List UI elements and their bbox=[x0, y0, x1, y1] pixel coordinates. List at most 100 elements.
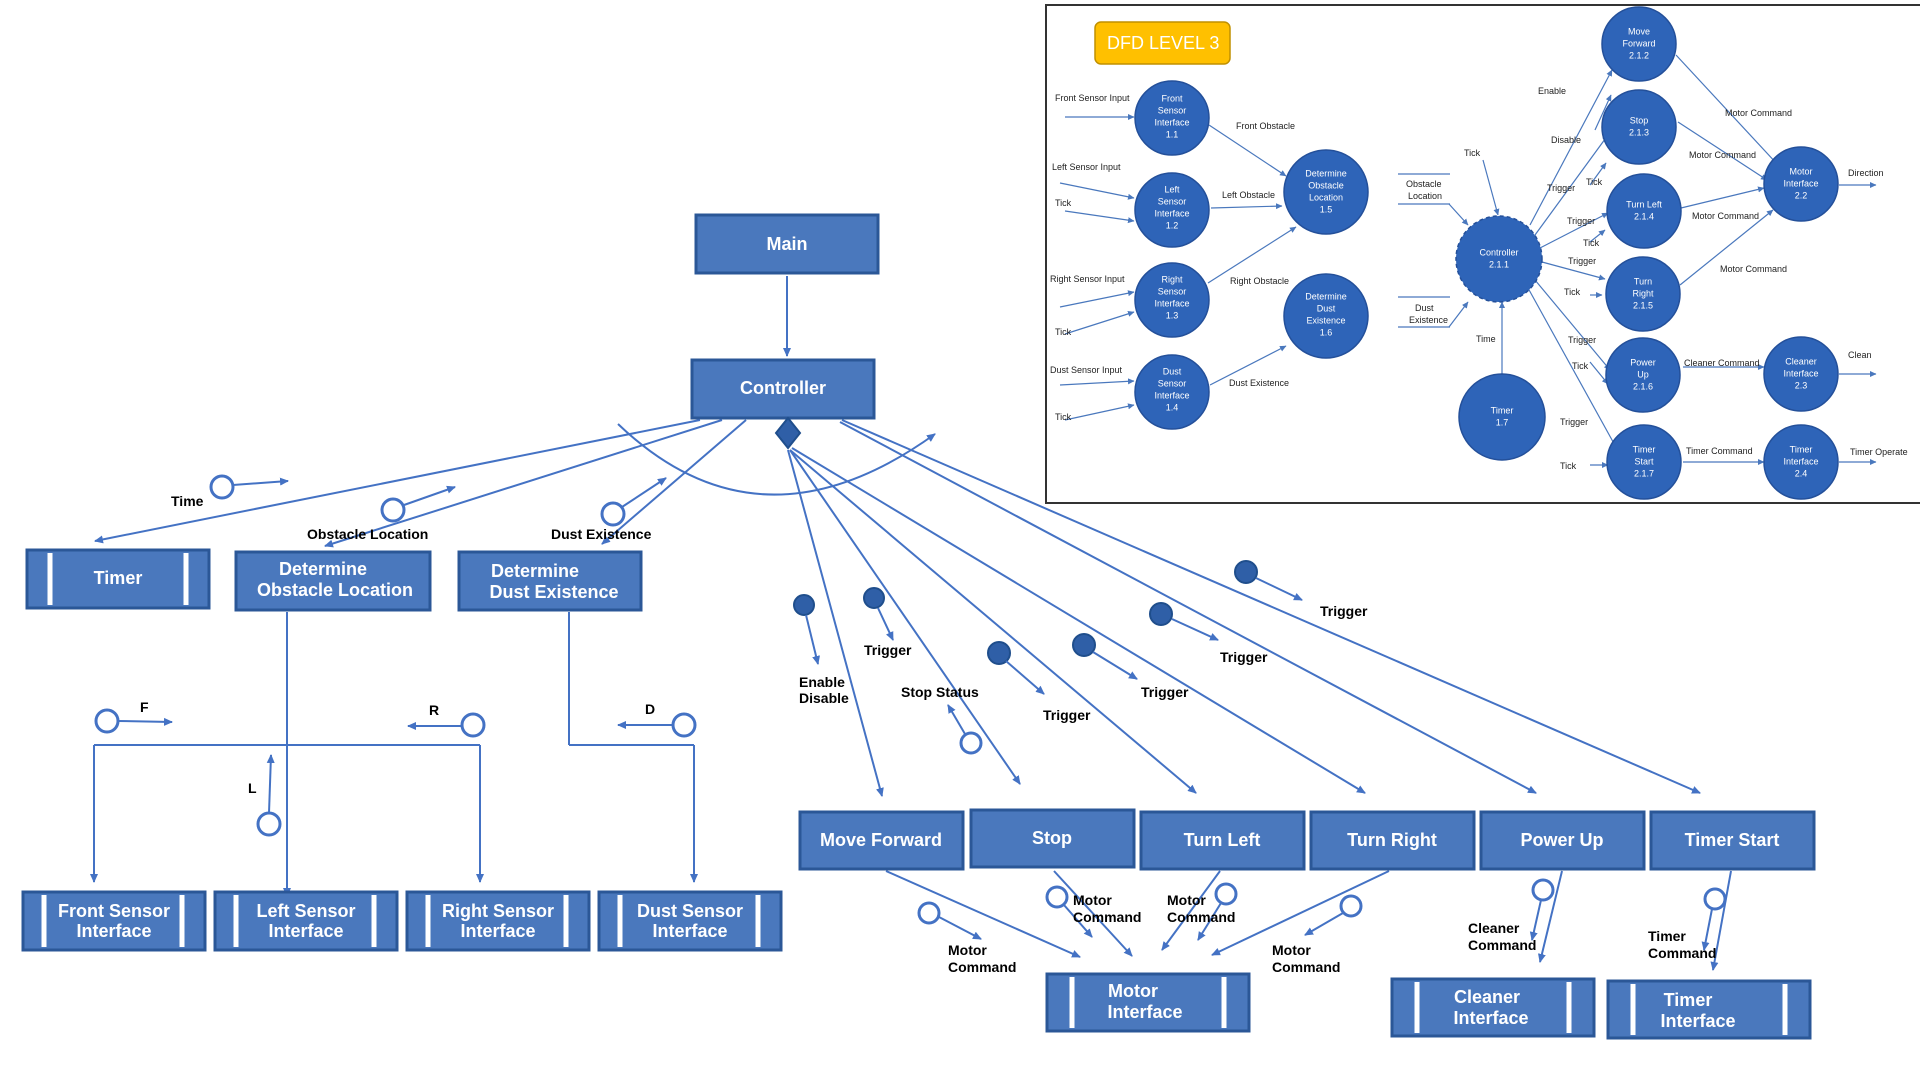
flow-label: Front Sensor Input bbox=[1055, 93, 1130, 103]
determine-dust-existence-module: Determine Dust Existence bbox=[457, 550, 643, 612]
bubble-text: Interface bbox=[1154, 117, 1189, 127]
bubble-text: Forward bbox=[1622, 38, 1655, 48]
bubble-text: 1.7 bbox=[1496, 417, 1509, 427]
data-couple-icon bbox=[256, 811, 282, 837]
determine-obstacle-location-module: Determine Obstacle Location bbox=[234, 550, 432, 612]
connections bbox=[90, 276, 1732, 971]
dfd-bubble-timer-start: Timer Start 2.1.7 bbox=[1606, 424, 1682, 500]
flow-label: Right Obstacle bbox=[1230, 276, 1289, 286]
data-couple-icon bbox=[209, 474, 235, 500]
bubble-text: Front bbox=[1161, 93, 1183, 103]
bubble-text: Sensor bbox=[1158, 196, 1187, 206]
l-label: L bbox=[248, 780, 257, 796]
bubble-text: Interface bbox=[1783, 178, 1818, 188]
turn-left-label: Turn Left bbox=[1184, 830, 1261, 850]
bubble-text: Turn Left bbox=[1626, 199, 1662, 209]
dfd-bubble-turn-left: Turn Left 2.1.4 bbox=[1606, 173, 1682, 249]
timer-start-label: Timer Start bbox=[1685, 830, 1780, 850]
dfd-bubble-right-sensor: Right Sensor Interface 1.3 bbox=[1134, 262, 1210, 338]
stop-status-label: Stop Status bbox=[901, 684, 979, 700]
bubble-text: Location bbox=[1309, 192, 1343, 202]
motor-command-1-line2: Command bbox=[948, 959, 1016, 975]
obstacle-location-label: Obstacle Location bbox=[307, 526, 428, 542]
bubble-text: Interface bbox=[1783, 368, 1818, 378]
control-couple-icon bbox=[987, 641, 1011, 665]
dfd-bubble-motor-interface: Motor Interface 2.2 bbox=[1763, 146, 1839, 222]
timer-label: Timer bbox=[94, 568, 143, 588]
bubble-text: Sensor bbox=[1158, 286, 1187, 296]
move-forward-module: Move Forward bbox=[798, 810, 965, 871]
flow-label: Time bbox=[1476, 334, 1496, 344]
right-sensor-line2: Interface bbox=[460, 921, 535, 941]
bubble-text: 2.4 bbox=[1795, 468, 1808, 478]
data-couple-icon bbox=[671, 712, 697, 738]
left-sensor-line1: Left Sensor bbox=[256, 901, 355, 921]
dust-sensor-interface-module: Dust Sensor Interface bbox=[597, 890, 783, 952]
bubble-text: Obstacle bbox=[1308, 180, 1344, 190]
flow-label: Motor Command bbox=[1720, 264, 1787, 274]
flow-label: Tick bbox=[1564, 287, 1581, 297]
motor-command-3-line1: Motor bbox=[1167, 892, 1206, 908]
bubble-text: Existence bbox=[1306, 315, 1345, 325]
disable-label: Disable bbox=[799, 690, 849, 706]
bubble-text: 2.1.4 bbox=[1634, 211, 1654, 221]
flow-label: Clean bbox=[1848, 350, 1872, 360]
flow-label: Trigger bbox=[1567, 216, 1595, 226]
data-couple-icon bbox=[1214, 882, 1238, 906]
data-couple-icon bbox=[1339, 894, 1363, 918]
trigger-label-turn-left: Trigger bbox=[1043, 707, 1091, 723]
dfd-flows bbox=[1059, 54, 1877, 468]
power-up-module: Power Up bbox=[1479, 810, 1646, 871]
bubble-text: 2.3 bbox=[1795, 380, 1808, 390]
main-label: Main bbox=[766, 234, 807, 254]
bubble-text: Sensor bbox=[1158, 105, 1187, 115]
data-couple-icon bbox=[1045, 885, 1069, 909]
timer-start-module: Timer Start bbox=[1649, 810, 1816, 871]
flow-label: Motor Command bbox=[1689, 150, 1756, 160]
flow-label: Tick bbox=[1583, 238, 1600, 248]
data-couple-icon bbox=[959, 731, 983, 755]
bubble-text: Controller bbox=[1479, 247, 1518, 257]
dfd-bubble-timer-interface: Timer Interface 2.4 bbox=[1763, 424, 1839, 500]
bubble-text: Dust bbox=[1317, 303, 1336, 313]
dfd-bubble-front-sensor: Front Sensor Interface 1.1 bbox=[1134, 80, 1210, 156]
r-label: R bbox=[429, 702, 439, 718]
bubble-text: 1.5 bbox=[1320, 204, 1333, 214]
cleaner-command-line2: Command bbox=[1468, 937, 1536, 953]
timer-interface-line1: Timer bbox=[1664, 990, 1713, 1010]
left-sensor-interface-module: Left Sensor Interface bbox=[213, 890, 399, 952]
bubble-text: 2.1.1 bbox=[1489, 259, 1509, 269]
turn-right-label: Turn Right bbox=[1347, 830, 1437, 850]
bubble-text: Sensor bbox=[1158, 378, 1187, 388]
move-forward-label: Move Forward bbox=[820, 830, 942, 850]
bubble-text: Turn bbox=[1634, 276, 1652, 286]
d-label: D bbox=[645, 701, 655, 717]
bubble-text: 1.1 bbox=[1166, 129, 1179, 139]
flow-label: Timer Command bbox=[1686, 446, 1753, 456]
bubble-text: Interface bbox=[1154, 390, 1189, 400]
bubble-text: Timer bbox=[1790, 444, 1813, 454]
bubble-text: Power bbox=[1630, 357, 1656, 367]
cleaner-interface-line2: Interface bbox=[1453, 1008, 1528, 1028]
bubble-text: Motor bbox=[1789, 166, 1812, 176]
motor-interface-line1: Motor bbox=[1108, 981, 1158, 1001]
dust-sensor-line1: Dust Sensor bbox=[637, 901, 743, 921]
dfd-bubble-cleaner-interface: Cleaner Interface 2.3 bbox=[1763, 336, 1839, 412]
data-couple-icon bbox=[600, 501, 626, 527]
bubble-text: Dust bbox=[1163, 366, 1182, 376]
motor-command-2-line2: Command bbox=[1073, 909, 1141, 925]
bubble-text: 1.4 bbox=[1166, 402, 1179, 412]
motor-interface-module: Motor Interface bbox=[1045, 972, 1251, 1033]
dfd-bubble-determine-obstacle: Determine Obstacle Location 1.5 bbox=[1283, 149, 1369, 235]
data-couple-icon bbox=[94, 708, 120, 734]
flow-label: Tick bbox=[1560, 461, 1577, 471]
right-sensor-interface-module: Right Sensor Interface bbox=[405, 890, 591, 952]
right-sensor-line1: Right Sensor bbox=[442, 901, 554, 921]
flow-label: Tick bbox=[1055, 198, 1072, 208]
flow-label: Front Obstacle bbox=[1236, 121, 1295, 131]
main-module: Main bbox=[694, 213, 880, 275]
flow-label: Tick bbox=[1055, 412, 1072, 422]
data-couple-icon bbox=[380, 497, 406, 523]
trigger-label-power-up: Trigger bbox=[1220, 649, 1268, 665]
